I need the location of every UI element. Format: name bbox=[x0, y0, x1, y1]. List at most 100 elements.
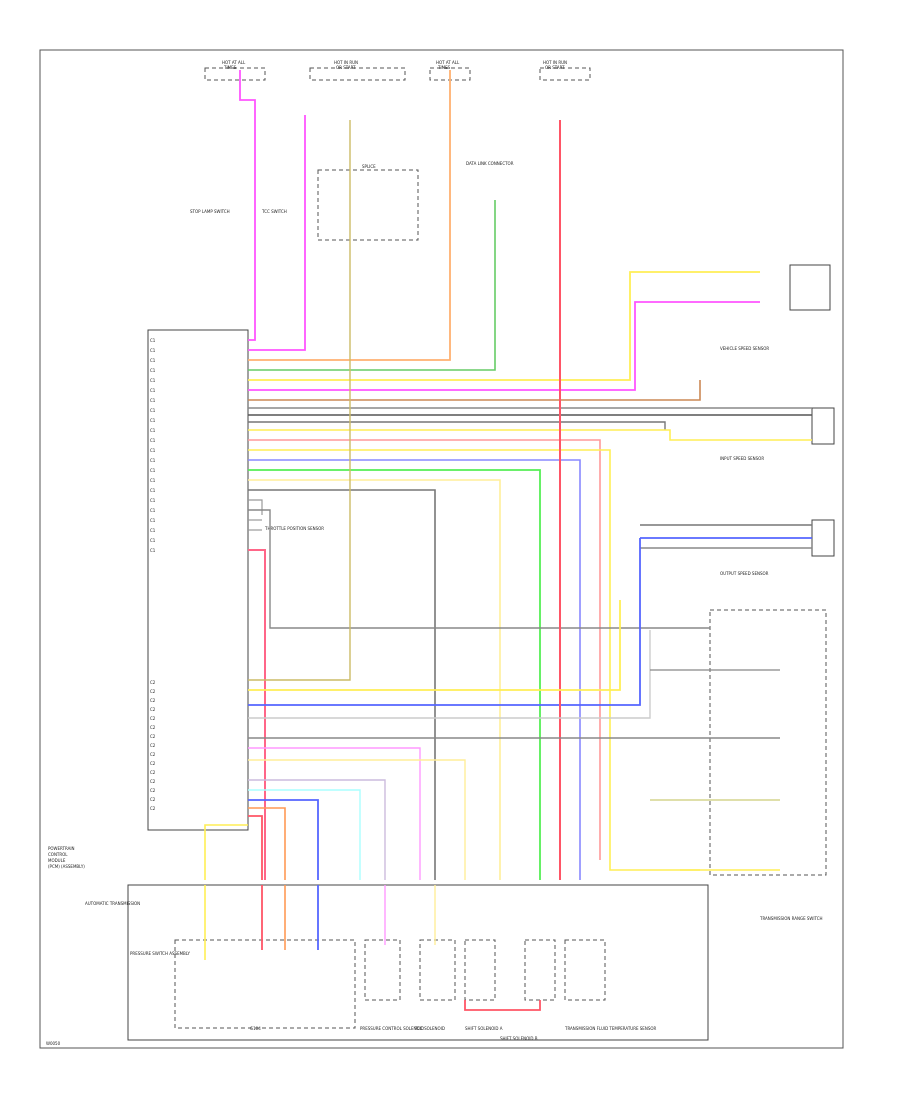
transmission-housing bbox=[127, 884, 709, 1041]
fuse-block-4: HOT IN RUN OR START bbox=[539, 60, 591, 81]
pcm-pin-label: C2 bbox=[150, 770, 156, 775]
pcm-pin-label: C1 bbox=[150, 438, 156, 443]
pcm-caption-2: CONTROL bbox=[48, 852, 68, 857]
fluid-temp-box bbox=[564, 939, 606, 1001]
brake-lamp-connector bbox=[789, 264, 831, 311]
range-switch-label: TRANSMISSION RANGE SWITCH bbox=[759, 916, 823, 921]
pressure-switch-box bbox=[174, 939, 356, 1029]
shift-b-box bbox=[524, 939, 556, 1001]
svg-text:TIMES: TIMES bbox=[223, 65, 237, 70]
pcm-pin-label: C1 bbox=[150, 388, 156, 393]
input-sensor-label: INPUT SPEED SENSOR bbox=[720, 456, 764, 461]
splice-label: SPLICE bbox=[362, 164, 376, 169]
pcm-pin-label: C1 bbox=[150, 458, 156, 463]
data-link-label: DATA LINK CONNECTOR bbox=[466, 161, 514, 166]
pcm-pin-label: C1 bbox=[150, 428, 156, 433]
svg-text:HOT AT ALL: HOT AT ALL bbox=[436, 60, 460, 65]
wire-pink-2 bbox=[248, 115, 306, 351]
pcm-pin-label: C1 bbox=[150, 358, 156, 363]
diagram-frame bbox=[39, 49, 844, 1049]
wire-gray-5 bbox=[248, 509, 710, 629]
wire-lightyellow-2 bbox=[248, 759, 466, 880]
pcm-pin-label: C2 bbox=[150, 689, 156, 694]
wire-gray-4 bbox=[248, 499, 263, 515]
wire-cyan-1 bbox=[248, 789, 361, 880]
pcm-pin-label: C2 bbox=[150, 779, 156, 784]
wire-lightyellow-1 bbox=[248, 479, 501, 880]
tcc-sol-label: TCC SOLENOID bbox=[414, 1026, 445, 1031]
pcm-caption-3: MODULE bbox=[48, 858, 66, 863]
pcm-pin-label: C1 bbox=[150, 418, 156, 423]
fluid-temp-label: TRANSMISSION FLUID TEMPERATURE SENSOR bbox=[564, 1026, 657, 1031]
pcm-pin-label: C2 bbox=[150, 716, 156, 721]
auto-trans-label: AUTOMATIC TRANSMISSION bbox=[85, 901, 140, 906]
wire-orange-1 bbox=[248, 70, 451, 361]
wire-tan-1 bbox=[248, 380, 701, 401]
vss-connector bbox=[811, 407, 835, 445]
pcm-pin-label: C1 bbox=[150, 408, 156, 413]
pcm-pin-label: C1 bbox=[150, 488, 156, 493]
pcm-pin-label: C1 bbox=[150, 538, 156, 543]
wire-yellow-1 bbox=[248, 271, 760, 381]
pcm-pin-label: C2 bbox=[150, 788, 156, 793]
wire-blue-1 bbox=[248, 459, 581, 880]
fuse-block-2: HOT IN RUN OR START bbox=[309, 60, 406, 81]
fuse-block-1: HOT AT ALL TIMES bbox=[204, 60, 266, 81]
pcm-pin-label: C2 bbox=[150, 707, 156, 712]
tps-label: THROTTLE POSITION SENSOR bbox=[264, 526, 324, 531]
wire-olive-1 bbox=[248, 120, 351, 681]
vss-label: VEHICLE SPEED SENSOR bbox=[720, 346, 769, 351]
wire-gray-2 bbox=[248, 421, 666, 430]
pcm-pin-label: C2 bbox=[150, 761, 156, 766]
pcm-pin-label: C1 bbox=[150, 348, 156, 353]
wire-red-1 bbox=[248, 549, 266, 880]
wire-green-2 bbox=[248, 469, 541, 880]
svg-text:HOT AT ALL: HOT AT ALL bbox=[222, 60, 246, 65]
wire-pink-1 bbox=[239, 70, 256, 341]
pcm-caption-1: POWERTRAIN bbox=[48, 846, 75, 851]
shift-a-label: SHIFT SOLENOID A bbox=[465, 1026, 503, 1031]
wire-gray-10 bbox=[248, 630, 651, 719]
svg-text:HOT IN RUN: HOT IN RUN bbox=[543, 60, 567, 65]
pcm-pin-label: C2 bbox=[150, 734, 156, 739]
pressure-switch-label: PRESSURE SWITCH ASSEMBLY bbox=[130, 951, 190, 956]
pcm-pin-label: C2 bbox=[150, 725, 156, 730]
pcm-pin-label: C1 bbox=[150, 508, 156, 513]
wire-gray-3 bbox=[248, 489, 436, 880]
pcm-pin-label: C2 bbox=[150, 680, 156, 685]
wire-lavender-1 bbox=[248, 779, 386, 880]
wire-yellow-3 bbox=[248, 449, 700, 871]
shift-b-label: SHIFT SOLENOID B bbox=[500, 1036, 538, 1041]
pcm-pin-label: C1 bbox=[150, 398, 156, 403]
pcm-pin-label: C2 bbox=[150, 698, 156, 703]
pcm-pin-label: C1 bbox=[150, 448, 156, 453]
pcm-pin-label: C2 bbox=[150, 806, 156, 811]
footer-code: W0050 bbox=[46, 1041, 61, 1046]
pcm-pin-label: C1 bbox=[150, 468, 156, 473]
splice-box bbox=[317, 169, 419, 241]
pcm-pin-label: C2 bbox=[150, 752, 156, 757]
wire-orange-2 bbox=[248, 807, 286, 880]
pcm-pin-label: C1 bbox=[150, 548, 156, 553]
stop-lamp-switch-label: STOP LAMP SWITCH bbox=[190, 209, 230, 214]
svg-text:OR START: OR START bbox=[545, 65, 565, 70]
pcs-box bbox=[364, 939, 401, 1001]
tps-connector bbox=[811, 519, 835, 557]
range-switch-box bbox=[709, 609, 827, 876]
pcm-pin-label: C1 bbox=[150, 378, 156, 383]
pcm-pin-label: C1 bbox=[150, 338, 156, 343]
pcm-pin-label: C2 bbox=[150, 743, 156, 748]
wires bbox=[204, 70, 812, 1011]
wire-yellow-2 bbox=[248, 429, 812, 441]
wire-red-3 bbox=[248, 815, 263, 880]
wire-red-5 bbox=[464, 1000, 541, 1011]
wire-blue-3 bbox=[248, 538, 641, 706]
output-sensor-label: OUTPUT SPEED SENSOR bbox=[720, 571, 769, 576]
pcs-label: PRESSURE CONTROL SOLENOID bbox=[360, 1026, 424, 1031]
svg-text:OR START: OR START bbox=[336, 65, 356, 70]
pcm-pin-labels-top: C1C1C1C1C1C1C1C1C1C1C1C1C1C1C1C1C1C1C1C1… bbox=[150, 338, 156, 553]
pcm-pin-label: C1 bbox=[150, 478, 156, 483]
wire-pink-3 bbox=[248, 301, 760, 391]
